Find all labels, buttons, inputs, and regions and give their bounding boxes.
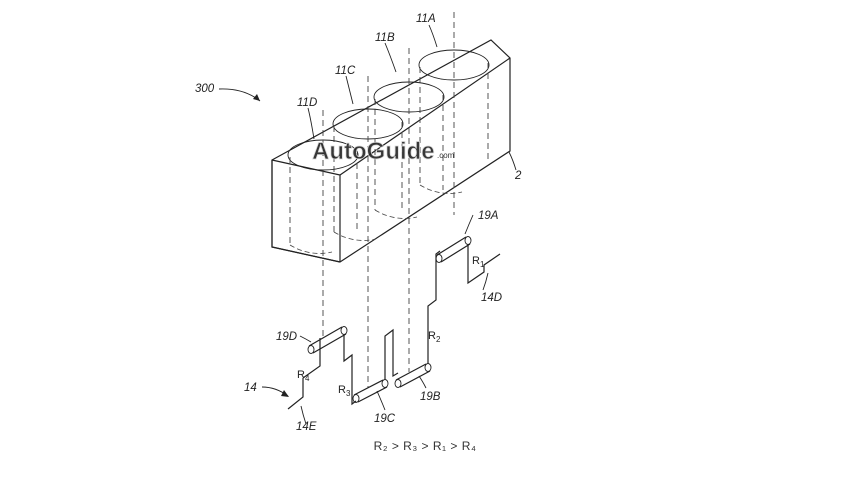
label-19a: 19A	[478, 210, 499, 222]
label-11a: 11A	[416, 13, 436, 25]
cylinder-11b	[373, 48, 445, 372]
engine-block	[271, 39, 511, 263]
cylinder-11d	[287, 110, 359, 338]
watermark-text: AutoGuide	[312, 138, 435, 165]
radius-label-r3: R3	[338, 384, 351, 398]
watermark-suffix: .com	[437, 151, 455, 160]
arrow-head-icon	[281, 390, 289, 397]
cylinder-11a	[418, 12, 490, 215]
label-19c: 19C	[374, 413, 396, 425]
radius-labels: R1 R2 R3 R4	[297, 255, 485, 398]
arrow-head-icon	[253, 94, 260, 101]
cylinder-11c	[332, 76, 404, 388]
radius-label-r1: R1	[472, 255, 485, 269]
label-14d: 14D	[481, 292, 502, 304]
leader-lines	[218, 24, 517, 425]
label-2: 2	[514, 170, 522, 182]
radius-relation-caption: R₂ > R₃ > R₁ > R₄	[373, 439, 477, 453]
reference-labels: 300 2 11A 11B 11C 11D 19A 19B 19C 19D 14…	[195, 13, 522, 433]
label-14e: 14E	[296, 421, 317, 433]
radius-label-r4: R4	[297, 369, 310, 383]
label-11b: 11B	[375, 32, 395, 44]
label-14: 14	[244, 382, 257, 394]
crankshaft	[287, 236, 501, 410]
label-11d: 11D	[297, 97, 317, 109]
watermark: AutoGuide .com	[312, 138, 455, 166]
label-19b: 19B	[420, 391, 441, 403]
radius-label-r2: R2	[428, 330, 441, 344]
label-11c: 11C	[335, 65, 356, 77]
label-300: 300	[195, 83, 215, 95]
label-19d: 19D	[276, 331, 297, 343]
